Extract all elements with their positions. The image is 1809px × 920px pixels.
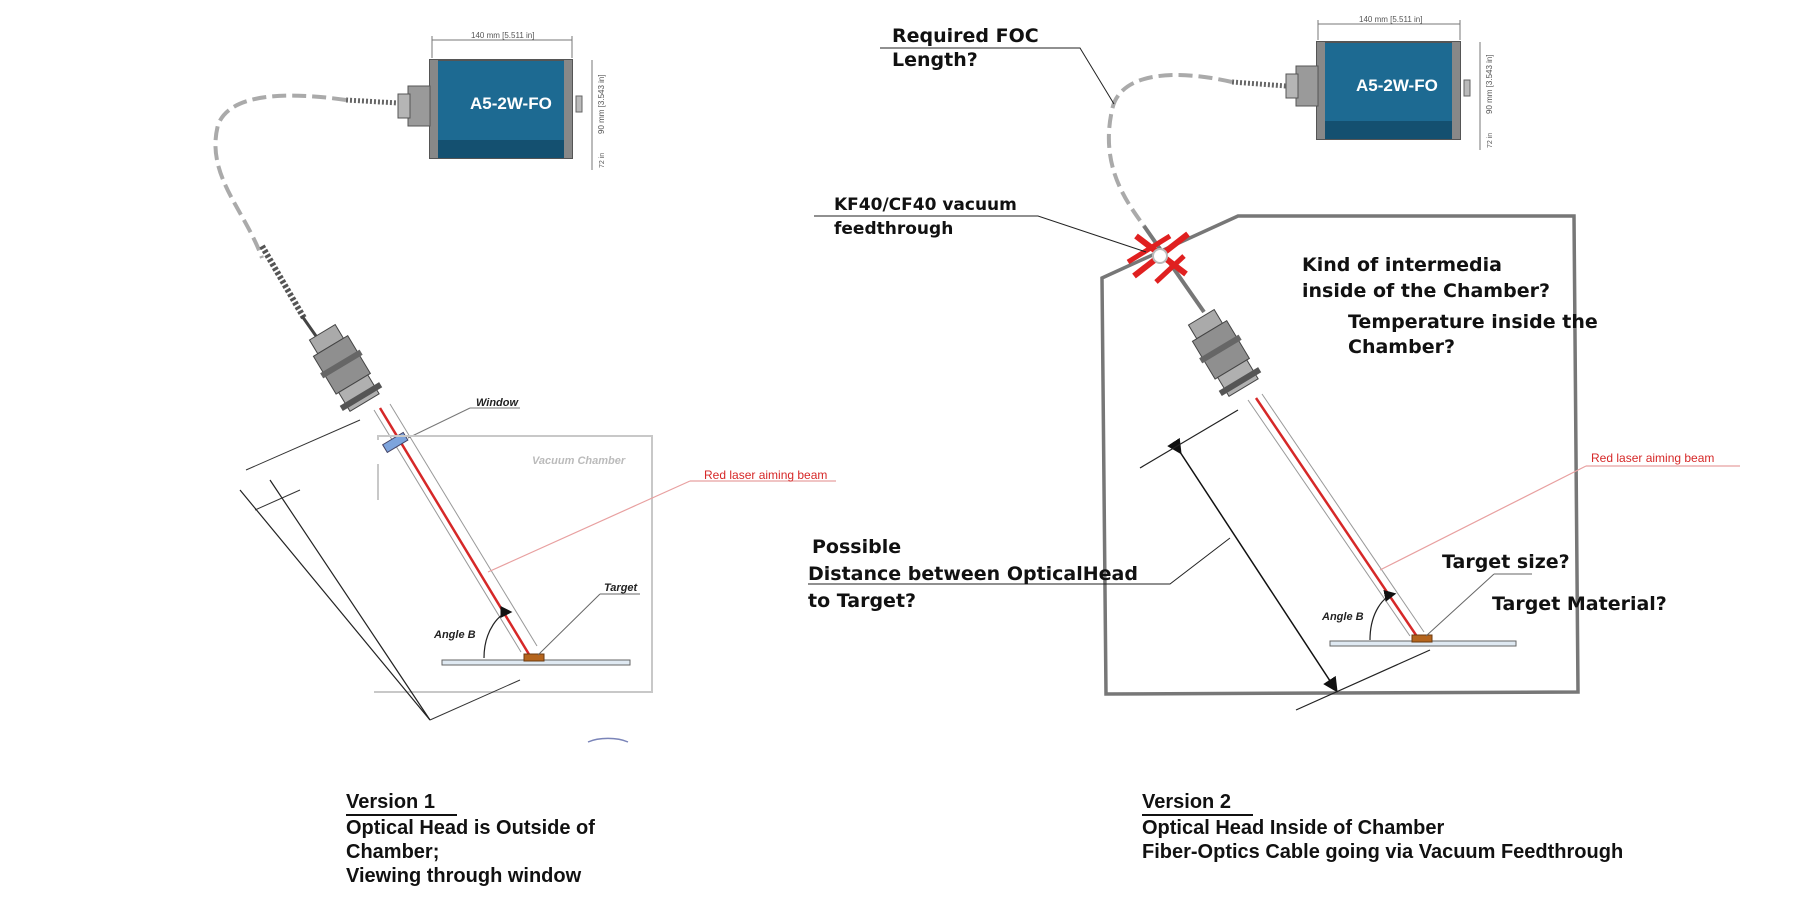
dim-height-label: 90 mm [3.543 in] bbox=[597, 74, 606, 134]
chamber-label: Vacuum Chamber bbox=[532, 455, 626, 467]
dim-height-label-2: 90 mm [3.543 in] bbox=[1485, 54, 1494, 114]
target-size-label: Target size? bbox=[1442, 551, 1570, 573]
distance-dimension bbox=[1167, 437, 1338, 693]
dim-small-label-2: 72 in bbox=[1487, 133, 1494, 148]
version2-diagram bbox=[1100, 20, 1740, 711]
fiber-optic-cable bbox=[213, 93, 347, 259]
vacuum-chamber-outline bbox=[374, 435, 653, 693]
fiber-optic-cable-2 bbox=[1106, 73, 1233, 228]
sensor-box-icon bbox=[397, 36, 593, 170]
target-material-label: Target Material? bbox=[1492, 593, 1667, 615]
optical-head-icon-2 bbox=[1187, 308, 1262, 398]
sensor-model-label: A5-2W-FO bbox=[470, 94, 552, 113]
target-spot-2 bbox=[1411, 634, 1433, 643]
sensor-model-label-2: A5-2W-FO bbox=[1356, 76, 1438, 95]
version1-caption: Version 1 Optical Head is Outside of Cha… bbox=[346, 790, 595, 888]
version1-line-2: Chamber; bbox=[346, 841, 440, 863]
beam-label-2: Red laser aiming beam bbox=[1591, 451, 1714, 465]
window-label: Window bbox=[476, 397, 519, 409]
label-leaders bbox=[808, 47, 1231, 585]
laser-beam bbox=[378, 407, 532, 657]
dim-width-label-2: 140 mm [5.511 in] bbox=[1359, 15, 1422, 24]
version2-title: Version 2 bbox=[1142, 790, 1253, 816]
angle-label-2: Angle B bbox=[1321, 611, 1364, 623]
optical-head-icon bbox=[308, 323, 383, 413]
version1-line-3: Viewing through window bbox=[346, 865, 582, 887]
target-spot bbox=[523, 653, 545, 662]
version1-title: Version 1 bbox=[346, 790, 457, 816]
version1-line-1: Optical Head is Outside of bbox=[346, 817, 595, 839]
beam-label: Red laser aiming beam bbox=[704, 468, 827, 482]
target-label: Target bbox=[604, 582, 639, 594]
laser-beam-2 bbox=[1254, 397, 1420, 639]
version2-line-2: Fiber-Optics Cable going via Vacuum Feed… bbox=[1142, 841, 1624, 863]
vacuum-feedthrough-icon bbox=[1126, 231, 1190, 284]
angle-label: Angle B bbox=[433, 629, 476, 641]
version2-line-1: Optical Head Inside of Chamber bbox=[1142, 817, 1445, 839]
dim-width-label: 140 mm [5.511 in] bbox=[471, 31, 534, 40]
sensor-box-icon-2 bbox=[1285, 20, 1481, 150]
dim-small-label: 72 in bbox=[599, 153, 606, 168]
vacuum-chamber-outline-2 bbox=[1100, 214, 1580, 696]
version1-diagram bbox=[213, 36, 836, 743]
version2-caption: Version 2 Optical Head Inside of Chamber… bbox=[1142, 790, 1623, 864]
